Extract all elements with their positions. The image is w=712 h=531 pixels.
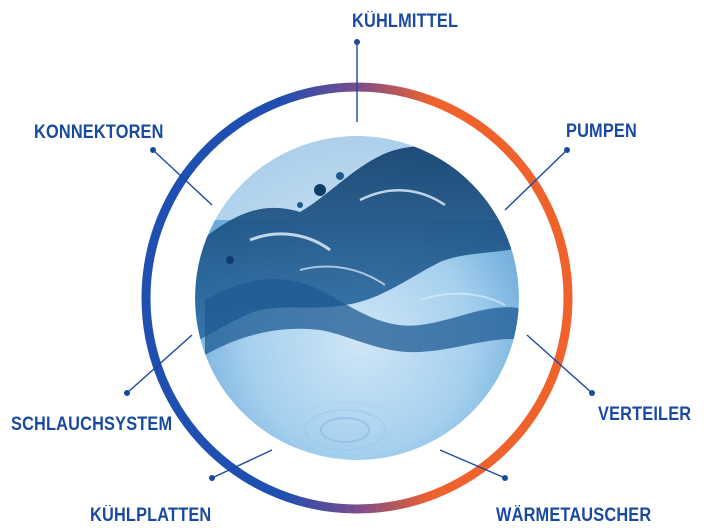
leader-dot-pumpen	[564, 147, 570, 153]
label-kuehlmittel: KÜHLMITTEL	[352, 12, 458, 31]
label-schlauchsystem: SCHLAUCHSYSTEM	[11, 415, 172, 434]
leader-dot-konnektoren	[150, 147, 156, 153]
leader-dot-schlauchsystem	[124, 390, 130, 396]
label-verteiler: VERTEILER	[598, 405, 691, 424]
leader-dot-kuehlmittel	[354, 39, 360, 45]
label-kuehlplatten: KÜHLPLATTEN	[90, 506, 211, 525]
leader-dot-verteiler	[589, 390, 595, 396]
label-konnektoren: KONNEKTOREN	[34, 123, 164, 142]
label-pumpen: PUMPEN	[566, 122, 637, 141]
leader-dot-kuehlplatten	[209, 475, 215, 481]
label-waermetauscher: WÄRMETAUSCHER	[496, 506, 651, 525]
leader-line-schlauchsystem	[127, 335, 192, 393]
leader-dot-waermetauscher	[502, 475, 508, 481]
